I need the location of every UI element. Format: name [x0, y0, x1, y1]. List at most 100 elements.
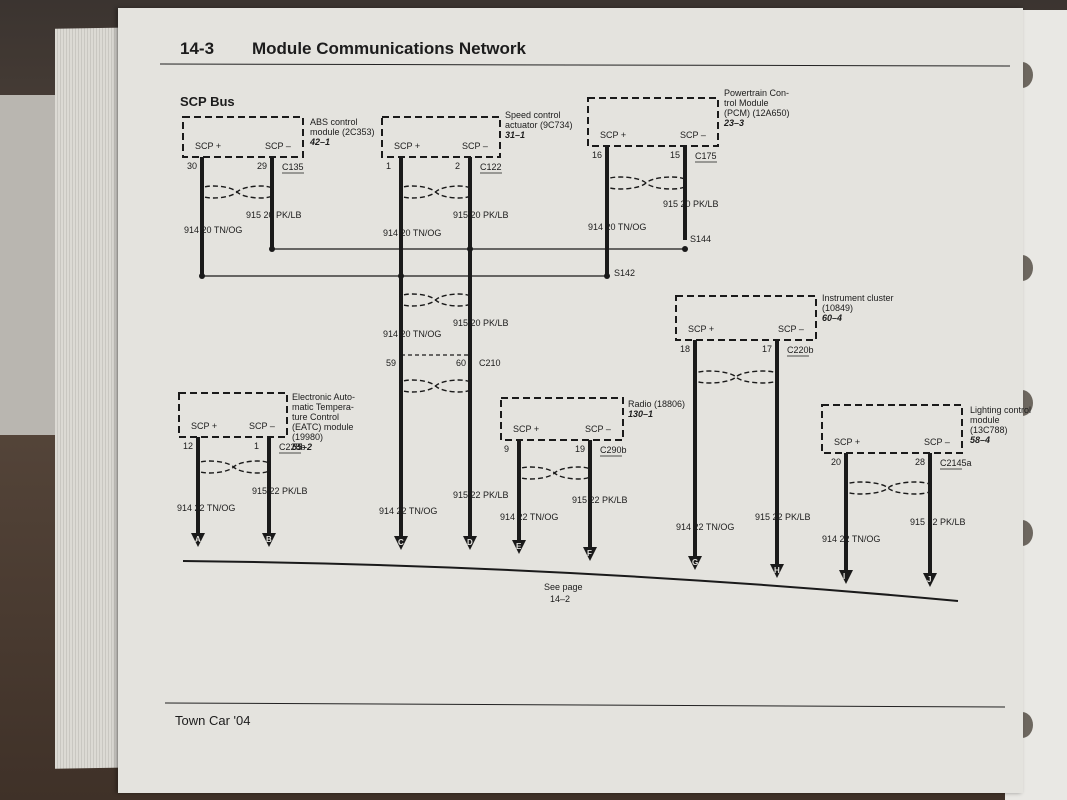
module-name-line: actuator (9C734) [505, 120, 573, 130]
page-title: Module Communications Network [252, 39, 526, 58]
twist-ic-a [693, 370, 779, 384]
continuation-a [191, 533, 205, 547]
module-reference: 55–2 [292, 442, 312, 452]
connector-id: C2145a [940, 458, 972, 468]
splice-s142-dot [604, 273, 610, 279]
continuation-f [583, 547, 597, 561]
see-page-text: See page [544, 582, 583, 592]
module-name-line: (13C788) [970, 425, 1008, 435]
module-reference: 58–4 [970, 435, 990, 445]
twist-pcm-b [605, 176, 687, 190]
module-name-line: Powertrain Con- [724, 88, 789, 98]
pin-minus-number: 1 [254, 441, 259, 451]
continuation-g [688, 556, 702, 570]
splice-s144-dot [682, 246, 688, 252]
module-name-line: Speed control [505, 110, 561, 120]
twist-radio-b [517, 466, 592, 480]
module-reference: 23–3 [723, 118, 744, 128]
module-reference: 130–1 [628, 409, 653, 419]
bus-node [467, 246, 473, 252]
twist-eatc-b [196, 460, 271, 474]
continuation-j [923, 573, 937, 587]
twist-speed-b [399, 185, 472, 199]
scp-plus-label: SCP + [191, 421, 217, 431]
wire-label-tn: 914 20 TN/OG [383, 228, 441, 238]
pin-minus-number: 15 [670, 150, 680, 160]
connector-id: C122 [480, 162, 502, 172]
wire-label-pk: 915 20 PK/LB [246, 210, 302, 220]
wire-label-pk: 915 22 PK/LB [252, 486, 308, 496]
connector-id: C220b [787, 345, 814, 355]
inline-pin-plus: 59 [386, 358, 396, 368]
wire-label-tn: 914 22 TN/OG [822, 534, 880, 544]
continuation-b-letter: B [266, 535, 272, 544]
module-name-line: Electronic Auto- [292, 392, 355, 402]
wire-label-tn: 914 20 TN/OG [184, 225, 242, 235]
module-name-line: matic Tempera- [292, 402, 354, 412]
connector-id: C290b [600, 445, 627, 455]
twist-lcm-a [844, 481, 932, 495]
pin-plus-number: 1 [386, 161, 391, 171]
module-box [675, 295, 817, 341]
continuation-c-letter: C [398, 538, 404, 547]
module-name-line: Lighting control [970, 405, 1031, 415]
pin-plus-number: 12 [183, 441, 193, 451]
scp-plus-label: SCP + [834, 437, 860, 447]
wire-label-pk: 915 20 PK/LB [663, 199, 719, 209]
continuation-e-letter: E [516, 542, 522, 551]
wire-label-pk: 915 22 PK/LB [910, 517, 966, 527]
module-name-line: module (2C353) [310, 127, 375, 137]
continuation-h [770, 564, 784, 578]
continuation-d-letter: D [467, 538, 473, 547]
module-name-line: Radio (18806) [628, 399, 685, 409]
connector-id: C228b [279, 442, 306, 452]
continuation-j-letter: J [927, 575, 931, 584]
continuation-g-letter: G [692, 558, 698, 567]
connector-id: C175 [695, 151, 717, 161]
module-reference: 42–1 [309, 137, 330, 147]
bus-node [398, 273, 404, 279]
module-name-line: module [970, 415, 1000, 425]
continuation-brace [182, 560, 959, 602]
scp-plus-label: SCP + [600, 130, 626, 140]
page-number: 14-3 [180, 39, 214, 58]
pin-plus-number: 18 [680, 344, 690, 354]
continuation-d [463, 536, 477, 550]
pin-plus-number: 20 [831, 457, 841, 467]
wire-label-pk: 915 22 PK/LB [572, 495, 628, 505]
twist-ic-b [693, 370, 779, 384]
wire-label-pk: 915 22 PK/LB [453, 490, 509, 500]
wire-layer [178, 97, 963, 602]
splice-s142-label: S142 [614, 268, 635, 278]
footer-rule [164, 702, 1006, 708]
pin-minus-number: 17 [762, 344, 772, 354]
connector-id: C135 [282, 162, 304, 172]
continuation-b [262, 533, 276, 547]
scp-plus-label: SCP + [688, 324, 714, 334]
wire-label-pk: 915 20 PK/LB [453, 210, 509, 220]
inline-pin-minus: 60 [456, 358, 466, 368]
scp-minus-label: SCP – [680, 130, 706, 140]
scp-minus-label: SCP – [462, 141, 488, 151]
module-name-line: (PCM) (12A650) [724, 108, 790, 118]
twist-trunk-2-b [399, 379, 472, 393]
twist-abs-b [200, 185, 274, 199]
continuation-i-letter: I [843, 572, 845, 581]
twist-lcm-b [844, 481, 932, 495]
wire-label-pk: 915 22 PK/LB [755, 512, 811, 522]
continuation-a-letter: A [195, 535, 201, 544]
module-name-line: trol Module [724, 98, 769, 108]
module-name-line: ABS control [310, 117, 358, 127]
pin-plus-number: 16 [592, 150, 602, 160]
module-name-line: (EATC) module [292, 422, 353, 432]
scp-minus-label: SCP – [778, 324, 804, 334]
module-reference: 31–1 [505, 130, 525, 140]
scp-plus-label: SCP + [195, 141, 221, 151]
module-box [821, 404, 963, 454]
wire-label-tn: 914 22 TN/OG [676, 522, 734, 532]
pin-minus-number: 28 [915, 457, 925, 467]
continuation-h-letter: H [774, 566, 780, 575]
section-title: SCP Bus [180, 94, 235, 109]
